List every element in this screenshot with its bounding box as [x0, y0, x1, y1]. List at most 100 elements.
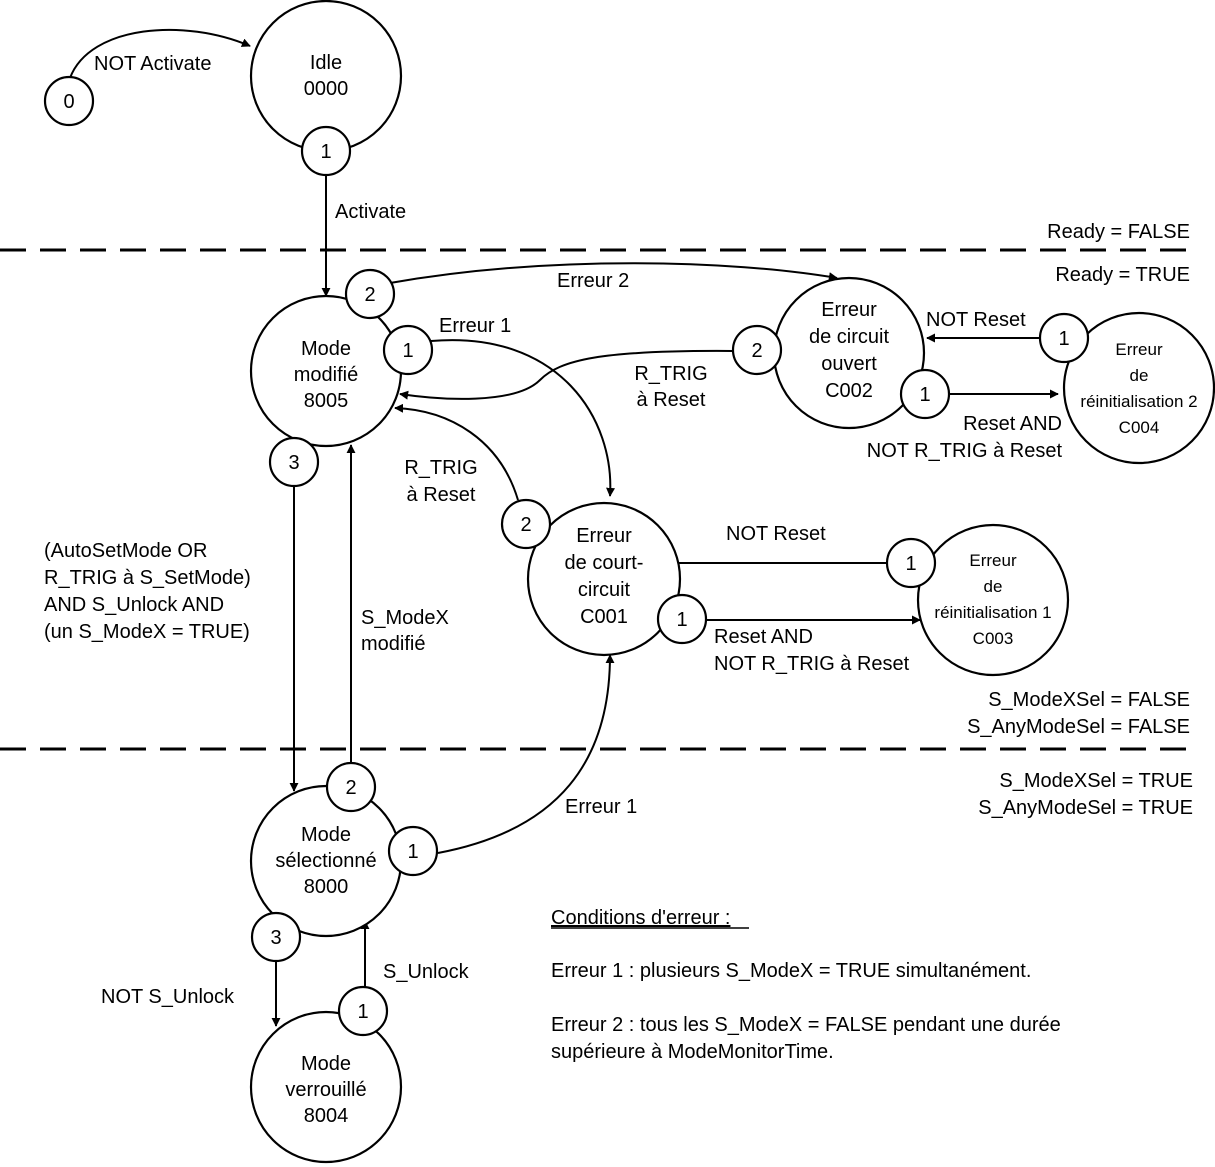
port-ms-3: 3 [250, 911, 302, 963]
port-cc-1: 1 [656, 593, 708, 645]
port-number: 0 [63, 91, 74, 113]
state-label: réinitialisation 1 [934, 603, 1051, 622]
port-number: 3 [288, 452, 299, 474]
state-code: C004 [1119, 418, 1160, 437]
label-activate: Activate [335, 201, 406, 223]
port-mm-3: 3 [268, 436, 320, 488]
label-erreur-2: Erreur 2 [557, 270, 629, 292]
label-s-modex-modifie: modifié [361, 633, 425, 655]
port-ms-2: 2 [325, 761, 377, 813]
label-autoset: R_TRIG à S_SetMode) [44, 567, 251, 589]
label-not-s-unlock: NOT S_Unlock [101, 986, 235, 1008]
label-rtrig-top: R_TRIG [634, 363, 707, 385]
port-number: 1 [320, 141, 331, 163]
state-label: sélectionné [275, 850, 376, 872]
port-number: 2 [520, 514, 531, 536]
state-label: modifié [294, 364, 358, 386]
port-co-1: 1 [899, 368, 951, 420]
state-code: 8005 [304, 390, 349, 412]
notes-erreur-2: Erreur 2 : tous les S_ModeX = FALSE pend… [551, 1014, 1061, 1036]
notes-heading: Conditions d'erreur : [551, 907, 730, 929]
state-code: 0000 [304, 78, 349, 100]
label-reset-and-top: NOT R_TRIG à Reset [867, 440, 1063, 462]
state-label: Mode [301, 1053, 351, 1075]
edge-erreur-1-top [430, 339, 616, 497]
zone-label-anymodesel-true: S_AnyModeSel = TRUE [978, 797, 1193, 819]
state-erreur-reinit-1: Erreur de réinitialisation 1 C003 [916, 523, 1070, 677]
state-erreur-court-circuit: Erreur de court- circuit C001 [526, 501, 682, 657]
port-idle-1: 1 [300, 125, 352, 177]
edge-erreur-1-bottom [437, 654, 615, 854]
state-label: de circuit [809, 326, 889, 348]
state-label: ouvert [821, 353, 877, 375]
zone-label-ready-false: Ready = FALSE [1047, 221, 1190, 243]
state-label: Erreur [821, 299, 877, 321]
state-code: 8004 [304, 1105, 349, 1127]
state-label: circuit [578, 579, 631, 601]
edge-rtrig-top [399, 349, 734, 400]
port-start: 0 [43, 75, 95, 127]
label-rtrig-top: à Reset [637, 389, 706, 411]
label-rtrig-mid: à Reset [407, 484, 476, 506]
label-erreur-1-top: Erreur 1 [439, 315, 511, 337]
port-co-2: 2 [731, 324, 783, 376]
port-r2-1: 1 [1038, 312, 1090, 364]
state-label: de [984, 577, 1003, 596]
state-mode-verrouille: Mode verrouillé 8004 [249, 1010, 403, 1164]
label-not-reset-mid: NOT Reset [726, 523, 826, 545]
port-cc-2: 2 [500, 498, 552, 550]
port-number: 1 [407, 841, 418, 863]
port-mm-1: 1 [382, 324, 434, 376]
state-label: Erreur [1115, 340, 1163, 359]
state-label: de court- [565, 552, 644, 574]
port-number: 3 [270, 927, 281, 949]
label-s-unlock: S_Unlock [383, 961, 470, 983]
state-label: Mode [301, 824, 351, 846]
label-reset-and-mid: NOT R_TRIG à Reset [714, 653, 910, 675]
notes-erreur-1: Erreur 1 : plusieurs S_ModeX = TRUE simu… [551, 960, 1031, 982]
port-number: 1 [1058, 328, 1069, 350]
state-erreur-reinit-2: Erreur de réinitialisation 2 C004 [1062, 311, 1215, 465]
port-number: 2 [345, 777, 356, 799]
port-number: 1 [402, 340, 413, 362]
label-reset-and-mid: Reset AND [714, 626, 813, 648]
state-code: C003 [973, 629, 1014, 648]
label-not-reset-top: NOT Reset [926, 309, 1026, 331]
zone-label-anymodesel-false: S_AnyModeSel = FALSE [967, 716, 1190, 738]
port-number: 1 [905, 553, 916, 575]
state-label: Erreur [969, 551, 1017, 570]
label-autoset: AND S_Unlock AND [44, 594, 224, 616]
state-label: verrouillé [285, 1079, 366, 1101]
label-not-activate: NOT Activate [94, 53, 211, 75]
state-code: C001 [580, 606, 628, 628]
label-autoset: (un S_ModeX = TRUE) [44, 621, 250, 643]
state-label: Idle [310, 52, 342, 74]
edge-rtrig-mid [394, 403, 519, 501]
port-mv-1: 1 [337, 985, 389, 1037]
state-code: C002 [825, 380, 873, 402]
state-label: Erreur [576, 525, 632, 547]
port-r1-1: 1 [885, 537, 937, 589]
port-mm-2: 2 [344, 268, 396, 320]
notes-erreur-2: supérieure à ModeMonitorTime. [551, 1041, 834, 1063]
label-s-modex-modifie: S_ModeX [361, 607, 449, 629]
state-label: réinitialisation 2 [1080, 392, 1197, 411]
edge-not-activate [69, 28, 251, 79]
edge-erreur-2 [389, 262, 838, 284]
label-erreur-1-bottom: Erreur 1 [565, 796, 637, 818]
state-label: de [1130, 366, 1149, 385]
state-code: 8000 [304, 876, 349, 898]
state-label: Mode [301, 338, 351, 360]
port-number: 1 [676, 609, 687, 631]
state-erreur-circuit-ouvert: Erreur de circuit ouvert C002 [772, 276, 926, 430]
label-autoset: (AutoSetMode OR [44, 540, 207, 562]
zone-label-modexsel-true: S_ModeXSel = TRUE [999, 770, 1193, 792]
zone-label-modexsel-false: S_ModeXSel = FALSE [988, 689, 1190, 711]
port-number: 2 [364, 284, 375, 306]
zone-label-ready-true: Ready = TRUE [1055, 264, 1190, 286]
label-rtrig-mid: R_TRIG [404, 457, 477, 479]
port-number: 2 [751, 340, 762, 362]
port-number: 1 [919, 384, 930, 406]
port-number: 1 [357, 1001, 368, 1023]
